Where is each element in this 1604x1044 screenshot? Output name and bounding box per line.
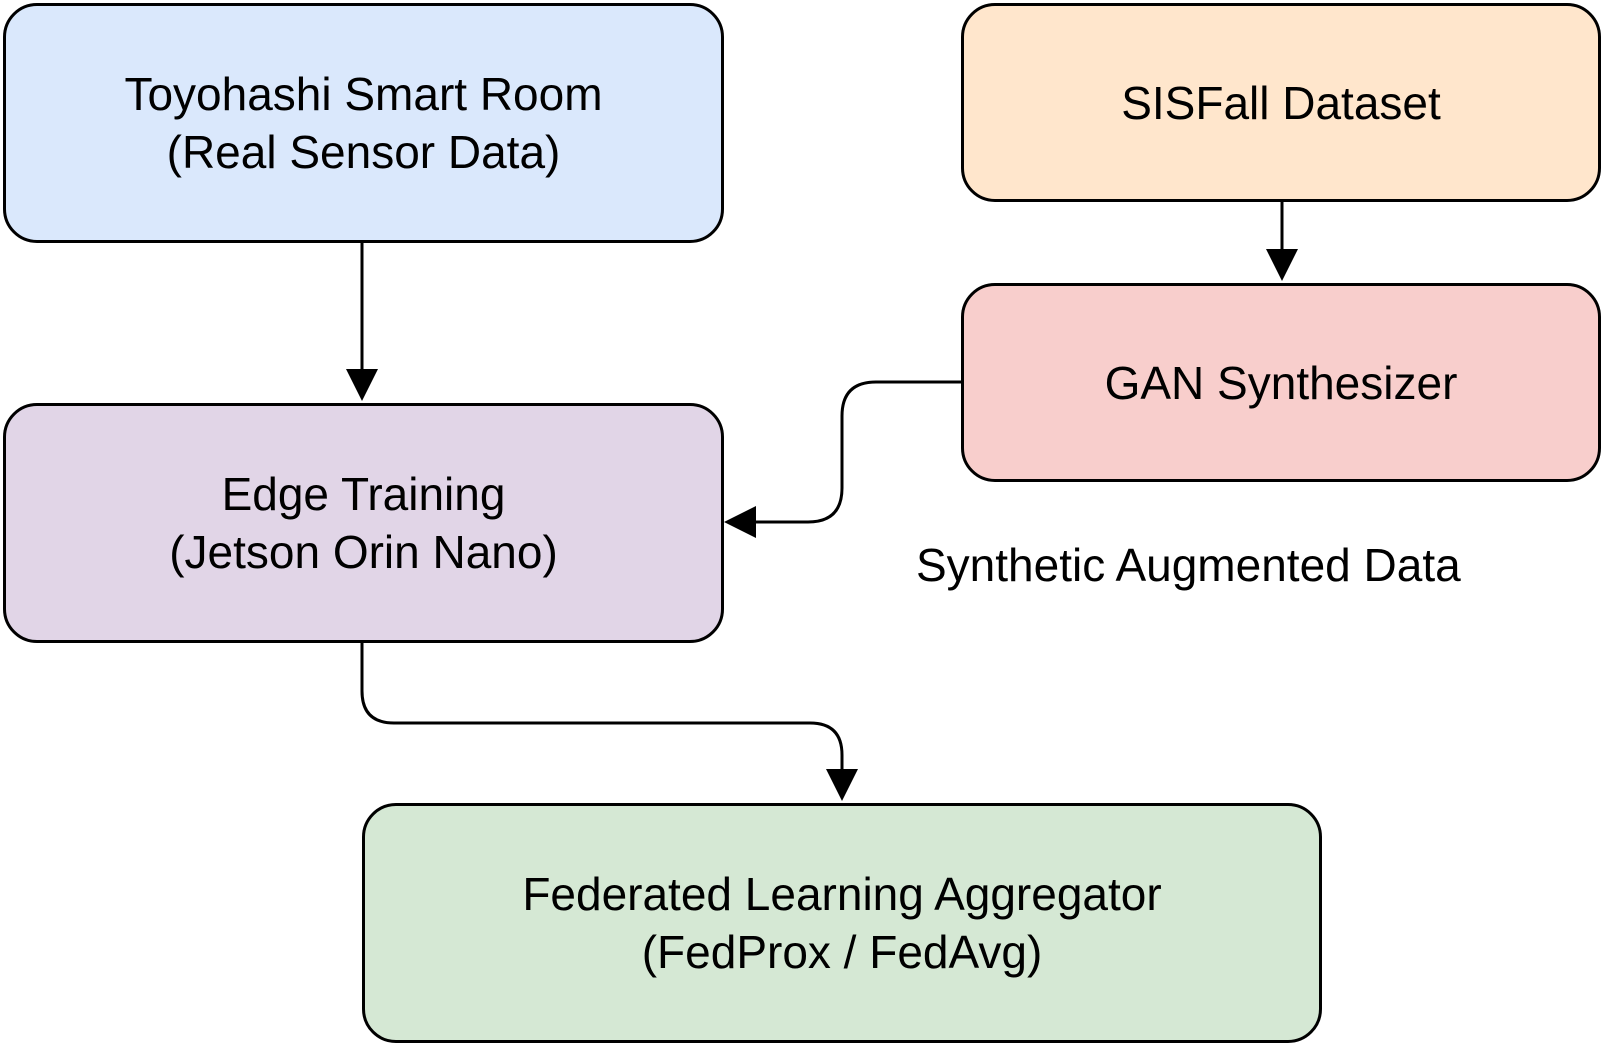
node-gan-synthesizer[interactable]: GAN Synthesizer bbox=[961, 283, 1601, 482]
node-label: GAN Synthesizer bbox=[1104, 356, 1458, 409]
node-toyohashi-smart-room[interactable]: Toyohashi Smart Room (Real Sensor Data) bbox=[3, 3, 724, 243]
node-sublabel: (FedProx / FedAvg) bbox=[641, 926, 1043, 978]
edge-label-synthetic-augmented-data: Synthetic Augmented Data bbox=[916, 539, 1461, 591]
arrowhead-smartroom-to-edge bbox=[346, 369, 378, 401]
arrowhead-gan-to-edge bbox=[724, 506, 756, 538]
node-label: Toyohashi Smart Room bbox=[124, 68, 603, 120]
node-sublabel: (Real Sensor Data) bbox=[166, 126, 561, 178]
edge-gan-to-edge bbox=[752, 380, 961, 524]
node-sublabel: (Jetson Orin Nano) bbox=[169, 526, 558, 578]
node-federated-learning-aggregator[interactable]: Federated Learning Aggregator (FedProx /… bbox=[362, 803, 1322, 1043]
edge-edge-to-aggregator bbox=[360, 643, 844, 770]
node-label: Edge Training bbox=[221, 468, 506, 520]
arrowhead-edge-to-aggregator bbox=[826, 769, 858, 801]
node-sisfall-dataset[interactable]: SISFall Dataset bbox=[961, 3, 1601, 202]
node-edge-training[interactable]: Edge Training (Jetson Orin Nano) bbox=[3, 403, 724, 643]
node-label: SISFall Dataset bbox=[1121, 76, 1441, 129]
arrowhead-sisfall-to-gan bbox=[1266, 249, 1298, 281]
node-label: Federated Learning Aggregator bbox=[522, 868, 1162, 920]
